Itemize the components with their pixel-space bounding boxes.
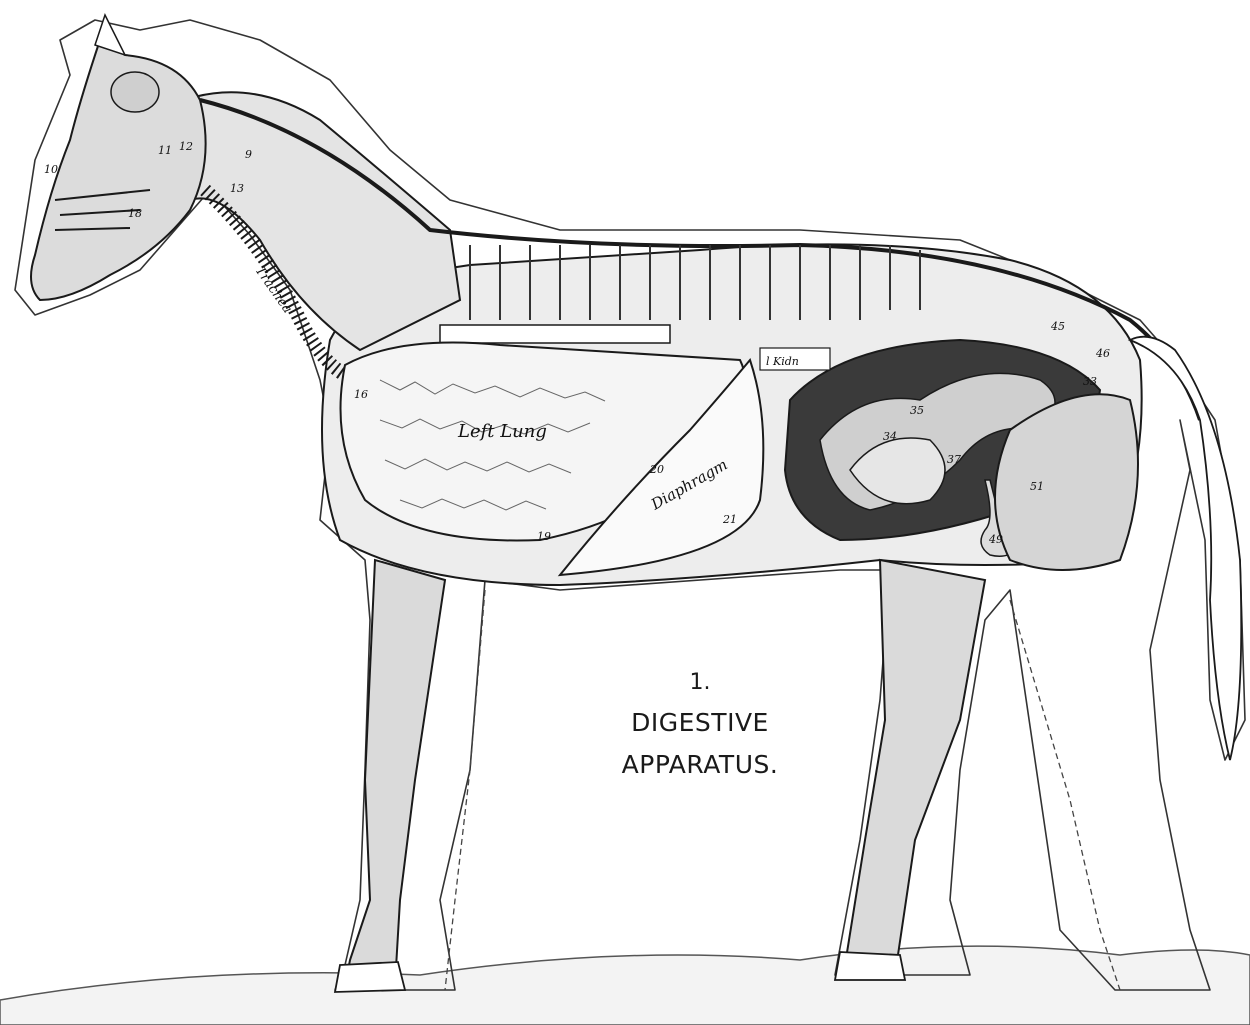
ref-number: 20 xyxy=(649,463,664,476)
label-left-lung: Left Lung xyxy=(457,421,547,442)
ref-number: 51 xyxy=(1030,480,1044,493)
ref-number: 19 xyxy=(537,530,551,543)
label-kidney: l Kidn xyxy=(766,355,799,368)
ref-number: 33 xyxy=(1083,375,1097,388)
figure-number: 1. xyxy=(560,670,840,695)
ref-number: 35 xyxy=(910,404,924,417)
ref-number: 21 xyxy=(722,513,737,526)
ref-number: 18 xyxy=(128,207,142,220)
tail xyxy=(1130,337,1241,760)
ref-number: 11 xyxy=(158,144,172,157)
ref-number: 10 xyxy=(44,163,58,176)
figure-title-line2: APPARATUS. xyxy=(560,750,840,779)
ref-number: 16 xyxy=(354,388,368,401)
eye-socket xyxy=(111,72,159,112)
ref-number: 34 xyxy=(883,430,897,443)
figure-title-line1: DIGESTIVE xyxy=(560,708,840,737)
ground xyxy=(0,946,1250,1025)
ref-number: 9 xyxy=(245,148,252,161)
ref-number: 46 xyxy=(1095,347,1110,360)
spinal-cord xyxy=(440,325,670,343)
hind-leg-near xyxy=(845,560,985,975)
ref-number: 13 xyxy=(230,182,244,195)
ref-number: 45 xyxy=(1050,320,1065,333)
ref-number: 12 xyxy=(179,140,193,153)
ref-number: 49 xyxy=(988,533,1003,546)
fore-leg-near xyxy=(345,560,445,985)
ref-number: 37 xyxy=(947,453,961,466)
